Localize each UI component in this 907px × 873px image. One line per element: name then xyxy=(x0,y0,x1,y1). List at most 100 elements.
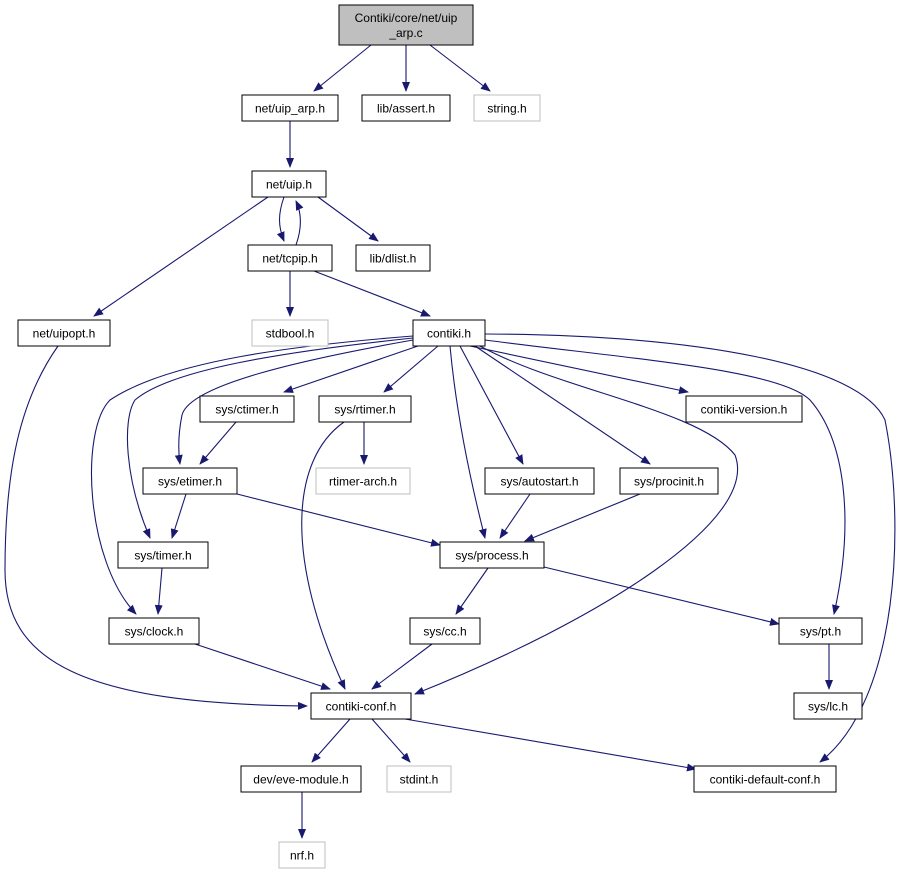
node-box xyxy=(473,94,541,122)
edge-net-uip-h-to-lib-dlist-h xyxy=(317,196,379,242)
node-label: sys/cc.h xyxy=(423,625,466,639)
edge-sys-procinit-h-to-sys-process-h xyxy=(524,493,641,542)
node-box xyxy=(793,692,863,720)
node-box xyxy=(318,395,412,423)
node-box xyxy=(247,244,333,272)
node-nrf-h[interactable]: nrf.h xyxy=(278,841,326,869)
node-label: sys/clock.h xyxy=(125,625,184,639)
node-box xyxy=(142,467,238,495)
edge-sys-autostart-h-to-sys-process-h xyxy=(499,493,531,539)
node-sys-autostart-h[interactable]: sys/autostart.h xyxy=(484,467,595,495)
node-label: dev/eve-module.h xyxy=(253,773,348,787)
node-net-tcpip-h[interactable]: net/tcpip.h xyxy=(247,244,333,272)
node-label: contiki.h xyxy=(427,327,471,341)
edges-layer xyxy=(4,44,896,839)
node-contiki-h[interactable]: contiki.h xyxy=(412,319,486,347)
node-net-uip-arp-h[interactable]: net/uip_arp.h xyxy=(241,94,339,122)
node-box xyxy=(412,319,486,347)
edge-contiki-h-to-sys-ctimer-h xyxy=(283,345,419,393)
node-label: sys/timer.h xyxy=(134,549,191,563)
node-net-uip-h[interactable]: net/uip.h xyxy=(251,170,327,198)
node-box xyxy=(117,541,209,569)
edge-sys-ctimer-h-to-sys-etimer-h xyxy=(199,421,237,465)
node-contiki-default-conf-h[interactable]: contiki-default-conf.h xyxy=(693,765,837,793)
edge-uip-arp-c-to-string-h xyxy=(429,44,491,92)
node-net-uipopt-h[interactable]: net/uipopt.h xyxy=(17,319,111,347)
node-sys-rtimer-h[interactable]: sys/rtimer.h xyxy=(318,395,412,423)
node-label: sys/lc.h xyxy=(808,700,848,714)
node-box xyxy=(278,841,326,869)
node-stdint-h[interactable]: stdint.h xyxy=(386,765,452,793)
node-label: lib/dlist.h xyxy=(370,252,417,266)
node-label: rtimer-arch.h xyxy=(329,475,397,489)
edge-contiki-h-to-sys-rtimer-h xyxy=(383,345,439,393)
node-box xyxy=(355,244,431,272)
node-sys-pt-h[interactable]: sys/pt.h xyxy=(778,617,863,645)
node-label: _arp.c xyxy=(388,26,422,40)
edge-contiki-h-to-sys-timer-h xyxy=(126,337,414,539)
node-box xyxy=(685,395,803,423)
node-label: contiki-conf.h xyxy=(326,700,397,714)
node-label: nrf.h xyxy=(290,849,314,863)
node-box xyxy=(778,617,863,645)
node-label: sys/autostart.h xyxy=(500,475,578,489)
edge-contiki-conf-h-to-dev-eve-module-h xyxy=(311,718,351,763)
node-sys-cc-h[interactable]: sys/cc.h xyxy=(409,617,481,645)
edge-sys-process-h-to-sys-pt-h xyxy=(543,566,780,626)
node-sys-ctimer-h[interactable]: sys/ctimer.h xyxy=(199,395,295,423)
node-box xyxy=(240,765,362,793)
node-label: stdint.h xyxy=(400,773,439,787)
node-box xyxy=(409,617,481,645)
node-contiki-conf-h[interactable]: contiki-conf.h xyxy=(310,692,412,720)
node-sys-process-h[interactable]: sys/process.h xyxy=(439,541,545,569)
edge-sys-rtimer-h-to-contiki-conf-h xyxy=(301,421,346,690)
node-sys-lc-h[interactable]: sys/lc.h xyxy=(793,692,863,720)
edge-net-uip-h-to-net-uipopt-h xyxy=(93,196,269,317)
node-box xyxy=(199,395,295,423)
node-uip-arp-c[interactable]: Contiki/core/net/uip_arp.c xyxy=(338,4,474,46)
node-sys-etimer-h[interactable]: sys/etimer.h xyxy=(142,467,238,495)
node-label: Contiki/core/net/uip xyxy=(355,11,458,25)
node-label: net/uipopt.h xyxy=(33,327,96,341)
node-label: lib/assert.h xyxy=(377,102,435,116)
edge-net-tcpip-h-to-contiki-h xyxy=(313,270,431,317)
node-sys-clock-h[interactable]: sys/clock.h xyxy=(108,617,200,645)
edge-contiki-h-to-sys-process-h xyxy=(449,345,487,539)
edge-contiki-h-to-sys-autostart-h xyxy=(459,345,524,465)
edge-contiki-conf-h-to-contiki-default-conf-h xyxy=(404,718,697,772)
node-box xyxy=(108,617,200,645)
edge-contiki-h-to-contiki-conf-h xyxy=(414,345,738,695)
edge-net-uip-h-to-net-tcpip-h xyxy=(276,196,285,242)
edge-contiki-h-to-sys-procinit-h xyxy=(474,345,651,465)
node-contiki-version-h[interactable]: contiki-version.h xyxy=(685,395,803,423)
node-stdbool-h[interactable]: stdbool.h xyxy=(251,319,329,347)
node-box xyxy=(439,541,545,569)
edge-sys-process-h-to-sys-cc-h xyxy=(455,567,489,615)
edge-sys-clock-h-to-contiki-conf-h xyxy=(194,643,331,690)
edge-sys-etimer-h-to-sys-timer-h xyxy=(170,493,187,539)
node-box xyxy=(241,94,339,122)
edge-sys-etimer-h-to-sys-process-h xyxy=(236,493,441,547)
node-box xyxy=(251,170,327,198)
node-label: contiki-default-conf.h xyxy=(710,773,821,787)
edge-uip-arp-c-to-net-uip-arp-h xyxy=(313,44,372,92)
node-box xyxy=(693,765,837,793)
edge-net-uipopt-h-to-contiki-conf-h xyxy=(4,345,308,710)
node-label: net/tcpip.h xyxy=(262,252,317,266)
node-label: stdbool.h xyxy=(266,327,315,341)
node-label: string.h xyxy=(487,102,526,116)
node-box xyxy=(619,467,719,495)
node-lib-dlist-h[interactable]: lib/dlist.h xyxy=(355,244,431,272)
node-label: net/uip_arp.h xyxy=(255,102,325,116)
node-label: contiki-version.h xyxy=(701,403,788,417)
node-dev-eve-module-h[interactable]: dev/eve-module.h xyxy=(240,765,362,793)
node-box xyxy=(484,467,595,495)
node-rtimer-arch-h[interactable]: rtimer-arch.h xyxy=(315,467,411,495)
node-lib-assert-h[interactable]: lib/assert.h xyxy=(361,94,451,122)
node-sys-procinit-h[interactable]: sys/procinit.h xyxy=(619,467,719,495)
node-sys-timer-h[interactable]: sys/timer.h xyxy=(117,541,209,569)
node-label: sys/etimer.h xyxy=(158,475,222,489)
node-string-h[interactable]: string.h xyxy=(473,94,541,122)
edge-contiki-h-to-contiki-default-conf-h xyxy=(484,333,896,763)
